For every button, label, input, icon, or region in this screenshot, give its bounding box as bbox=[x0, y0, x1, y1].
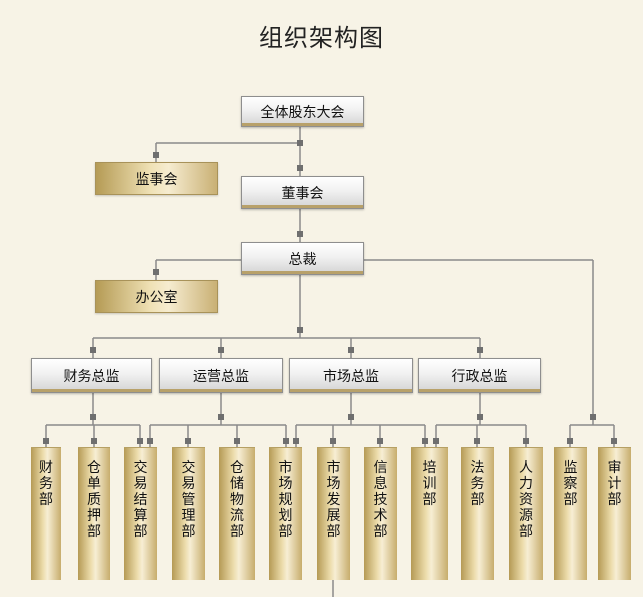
connector-junction bbox=[297, 327, 303, 333]
connector-junction bbox=[90, 347, 96, 353]
node-dept-finance-label: 财务部 bbox=[39, 460, 53, 508]
node-dept-warehouse-logistics: 仓储物流部 bbox=[219, 447, 255, 580]
node-director-marketing-label: 市场总监 bbox=[323, 368, 379, 385]
connector-junction bbox=[433, 438, 439, 444]
node-president: 总裁 bbox=[241, 242, 364, 275]
connector-junction bbox=[590, 414, 596, 420]
chart-title: 组织架构图 bbox=[259, 24, 384, 52]
node-dept-warehouse-logistics-label: 仓储物流部 bbox=[230, 460, 244, 540]
node-president-label: 总裁 bbox=[288, 251, 317, 268]
node-director-admin: 行政总监 bbox=[418, 358, 541, 393]
node-dept-training-label: 培训部 bbox=[422, 460, 437, 508]
node-dept-legal: 法务部 bbox=[461, 447, 494, 580]
connector-junction bbox=[567, 438, 573, 444]
connector-junction bbox=[477, 347, 483, 353]
connector-junction bbox=[348, 347, 354, 353]
node-office: 办公室 bbox=[95, 280, 218, 313]
node-shareholders-label: 全体股东大会 bbox=[260, 104, 345, 121]
node-dept-finance: 财务部 bbox=[31, 447, 61, 580]
node-supervisory-board-label: 监事会 bbox=[135, 171, 178, 188]
node-dept-audit-label: 审计部 bbox=[607, 460, 622, 508]
connector-junction bbox=[153, 152, 159, 158]
connector-junction bbox=[474, 438, 480, 444]
node-dept-supervision-label: 监察部 bbox=[563, 460, 578, 508]
node-dept-market-planning-label: 市场规划部 bbox=[278, 460, 293, 540]
connector-junction bbox=[234, 438, 240, 444]
node-supervisory-board: 监事会 bbox=[95, 162, 218, 195]
connector-junction bbox=[90, 414, 96, 420]
connector-junction bbox=[477, 414, 483, 420]
node-dept-supervision: 监察部 bbox=[554, 447, 587, 580]
node-shareholders: 全体股东大会 bbox=[241, 96, 364, 127]
connector-junction bbox=[147, 438, 153, 444]
node-dept-warehouse-pledge: 仓单质押部 bbox=[78, 447, 110, 580]
connector-junction bbox=[283, 438, 289, 444]
node-director-admin-label: 行政总监 bbox=[451, 368, 508, 385]
node-board: 董事会 bbox=[241, 176, 364, 209]
node-dept-it-label: 信息技术部 bbox=[373, 460, 388, 540]
node-director-finance: 财务总监 bbox=[31, 358, 152, 393]
node-dept-training: 培训部 bbox=[411, 447, 448, 580]
node-dept-legal-label: 法务部 bbox=[470, 460, 485, 508]
connector-junction bbox=[297, 140, 303, 146]
connector-junction bbox=[293, 438, 299, 444]
node-dept-trade-settlement-label: 交易结算部 bbox=[133, 460, 148, 540]
connector-junction bbox=[297, 165, 303, 171]
node-dept-trade-settlement: 交易结算部 bbox=[124, 447, 157, 580]
connector-junction bbox=[523, 438, 529, 444]
node-dept-trade-management-label: 交易管理部 bbox=[181, 460, 196, 540]
node-dept-market-planning: 市场规划部 bbox=[269, 447, 302, 580]
connector-junction bbox=[91, 438, 97, 444]
node-director-operations-label: 运营总监 bbox=[193, 368, 249, 385]
node-dept-market-development-label: 市场发展部 bbox=[326, 460, 341, 540]
connector-junction bbox=[611, 438, 617, 444]
node-dept-market-development: 市场发展部 bbox=[317, 447, 350, 580]
node-office-label: 办公室 bbox=[135, 289, 178, 306]
node-director-finance-label: 财务总监 bbox=[63, 368, 120, 385]
connector-junction bbox=[185, 438, 191, 444]
connector-junction bbox=[377, 438, 383, 444]
node-dept-hr: 人力资源部 bbox=[509, 447, 543, 580]
connector-junction bbox=[43, 438, 49, 444]
connector-junction bbox=[153, 269, 159, 275]
connector-junction bbox=[137, 438, 143, 444]
node-dept-it: 信息技术部 bbox=[364, 447, 397, 580]
connector-junction bbox=[422, 438, 428, 444]
node-dept-hr-label: 人力资源部 bbox=[519, 460, 533, 540]
node-board-label: 董事会 bbox=[281, 185, 324, 202]
node-dept-audit: 审计部 bbox=[598, 447, 631, 580]
connector-junction bbox=[297, 231, 303, 237]
connector-junction bbox=[218, 414, 224, 420]
node-dept-warehouse-pledge-label: 仓单质押部 bbox=[87, 460, 101, 540]
connector-junction bbox=[330, 438, 336, 444]
node-dept-trade-management: 交易管理部 bbox=[172, 447, 205, 580]
connector-junction bbox=[218, 347, 224, 353]
node-director-operations: 运营总监 bbox=[159, 358, 283, 393]
node-director-marketing: 市场总监 bbox=[289, 358, 413, 393]
connector-junction bbox=[348, 414, 354, 420]
